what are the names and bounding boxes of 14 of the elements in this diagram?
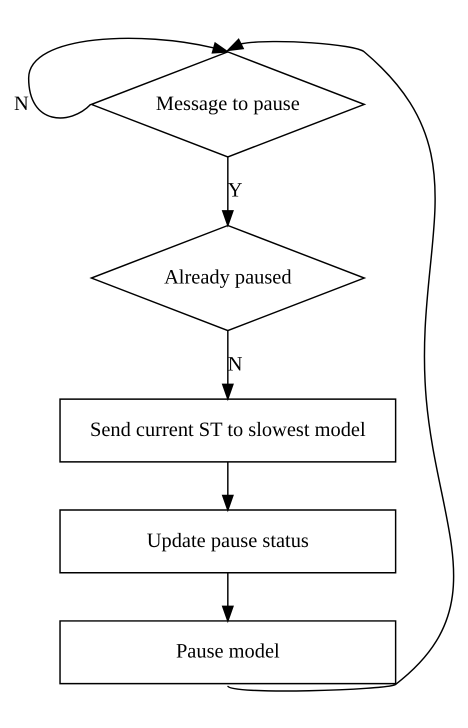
arrow (222, 330, 234, 401)
edge-label: N (14, 92, 29, 114)
edge-label: Y (228, 179, 242, 202)
node-box: Pause model (59, 620, 396, 684)
arrow (222, 462, 234, 512)
node-box: Update pause status (59, 508, 396, 573)
node-box: Send current ST to slowest model (59, 398, 396, 462)
arrow (222, 572, 234, 623)
arrow (222, 156, 234, 228)
edge-label: N (228, 352, 242, 375)
node-diamond: Already paused (89, 224, 366, 331)
arrow (226, 38, 454, 692)
arrow (28, 37, 230, 118)
node-diamond: Message to pause (89, 50, 366, 158)
